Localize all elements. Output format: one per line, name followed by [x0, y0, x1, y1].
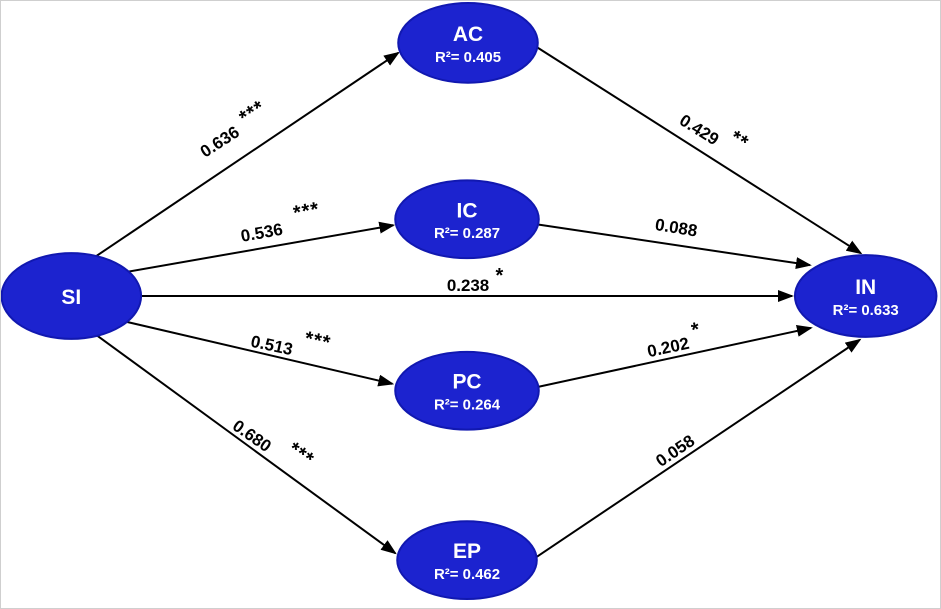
node-IC [394, 179, 540, 260]
node-label-AC: AC [453, 23, 483, 46]
path-coefficient-AC-IN: 0.429 [676, 111, 722, 150]
path-coefficient-IC-IN: 0.088 [654, 215, 699, 240]
path-coefficient-SI-PC: 0.513 [249, 332, 294, 359]
node-r2-EP: R²= 0.462 [434, 566, 500, 583]
path-coefficient-SI-IC: 0.536 [239, 220, 284, 246]
node-r2-IN: R²= 0.633 [833, 302, 899, 319]
edge-AC-IN [523, 38, 863, 255]
node-SI [1, 252, 143, 340]
edge-SI-PC [113, 317, 395, 387]
path-coefficient-SI-EP: 0.680 [229, 416, 275, 456]
significance-SI-IC: *** [292, 198, 322, 224]
significance-SI-EP: *** [284, 438, 318, 471]
path-coefficient-SI-AC: 0.636 [197, 122, 243, 161]
path-coefficient-SI-IN: 0.238 [447, 276, 489, 295]
edge-IC-IN [522, 221, 812, 269]
node-label-IC: IC [457, 199, 478, 222]
node-label-SI: SI [61, 286, 81, 309]
node-EP [396, 520, 538, 601]
edge-SI-EP [84, 326, 397, 555]
edge-SI-IC [114, 221, 396, 276]
node-r2-AC: R²= 0.405 [435, 49, 501, 66]
node-label-IN: IN [855, 276, 876, 299]
node-r2-IC: R²= 0.287 [434, 225, 500, 242]
node-r2-PC: R²= 0.264 [434, 397, 501, 414]
node-PC [394, 350, 540, 431]
significance-SI-PC: *** [303, 328, 333, 355]
edge-EP-IN [525, 338, 862, 565]
significance-SI-IN: * [496, 265, 505, 287]
significance-AC-IN: ** [726, 126, 752, 154]
path-coefficient-PC-IN: 0.202 [645, 334, 690, 361]
edge-SI-AC [83, 51, 400, 265]
node-label-PC: PC [452, 371, 481, 394]
node-label-EP: EP [453, 540, 481, 563]
significance-SI-AC: *** [235, 96, 269, 129]
node-IN [793, 254, 938, 338]
significance-PC-IN: * [689, 318, 702, 341]
edge-PC-IN [524, 325, 813, 391]
node-AC [397, 1, 539, 84]
